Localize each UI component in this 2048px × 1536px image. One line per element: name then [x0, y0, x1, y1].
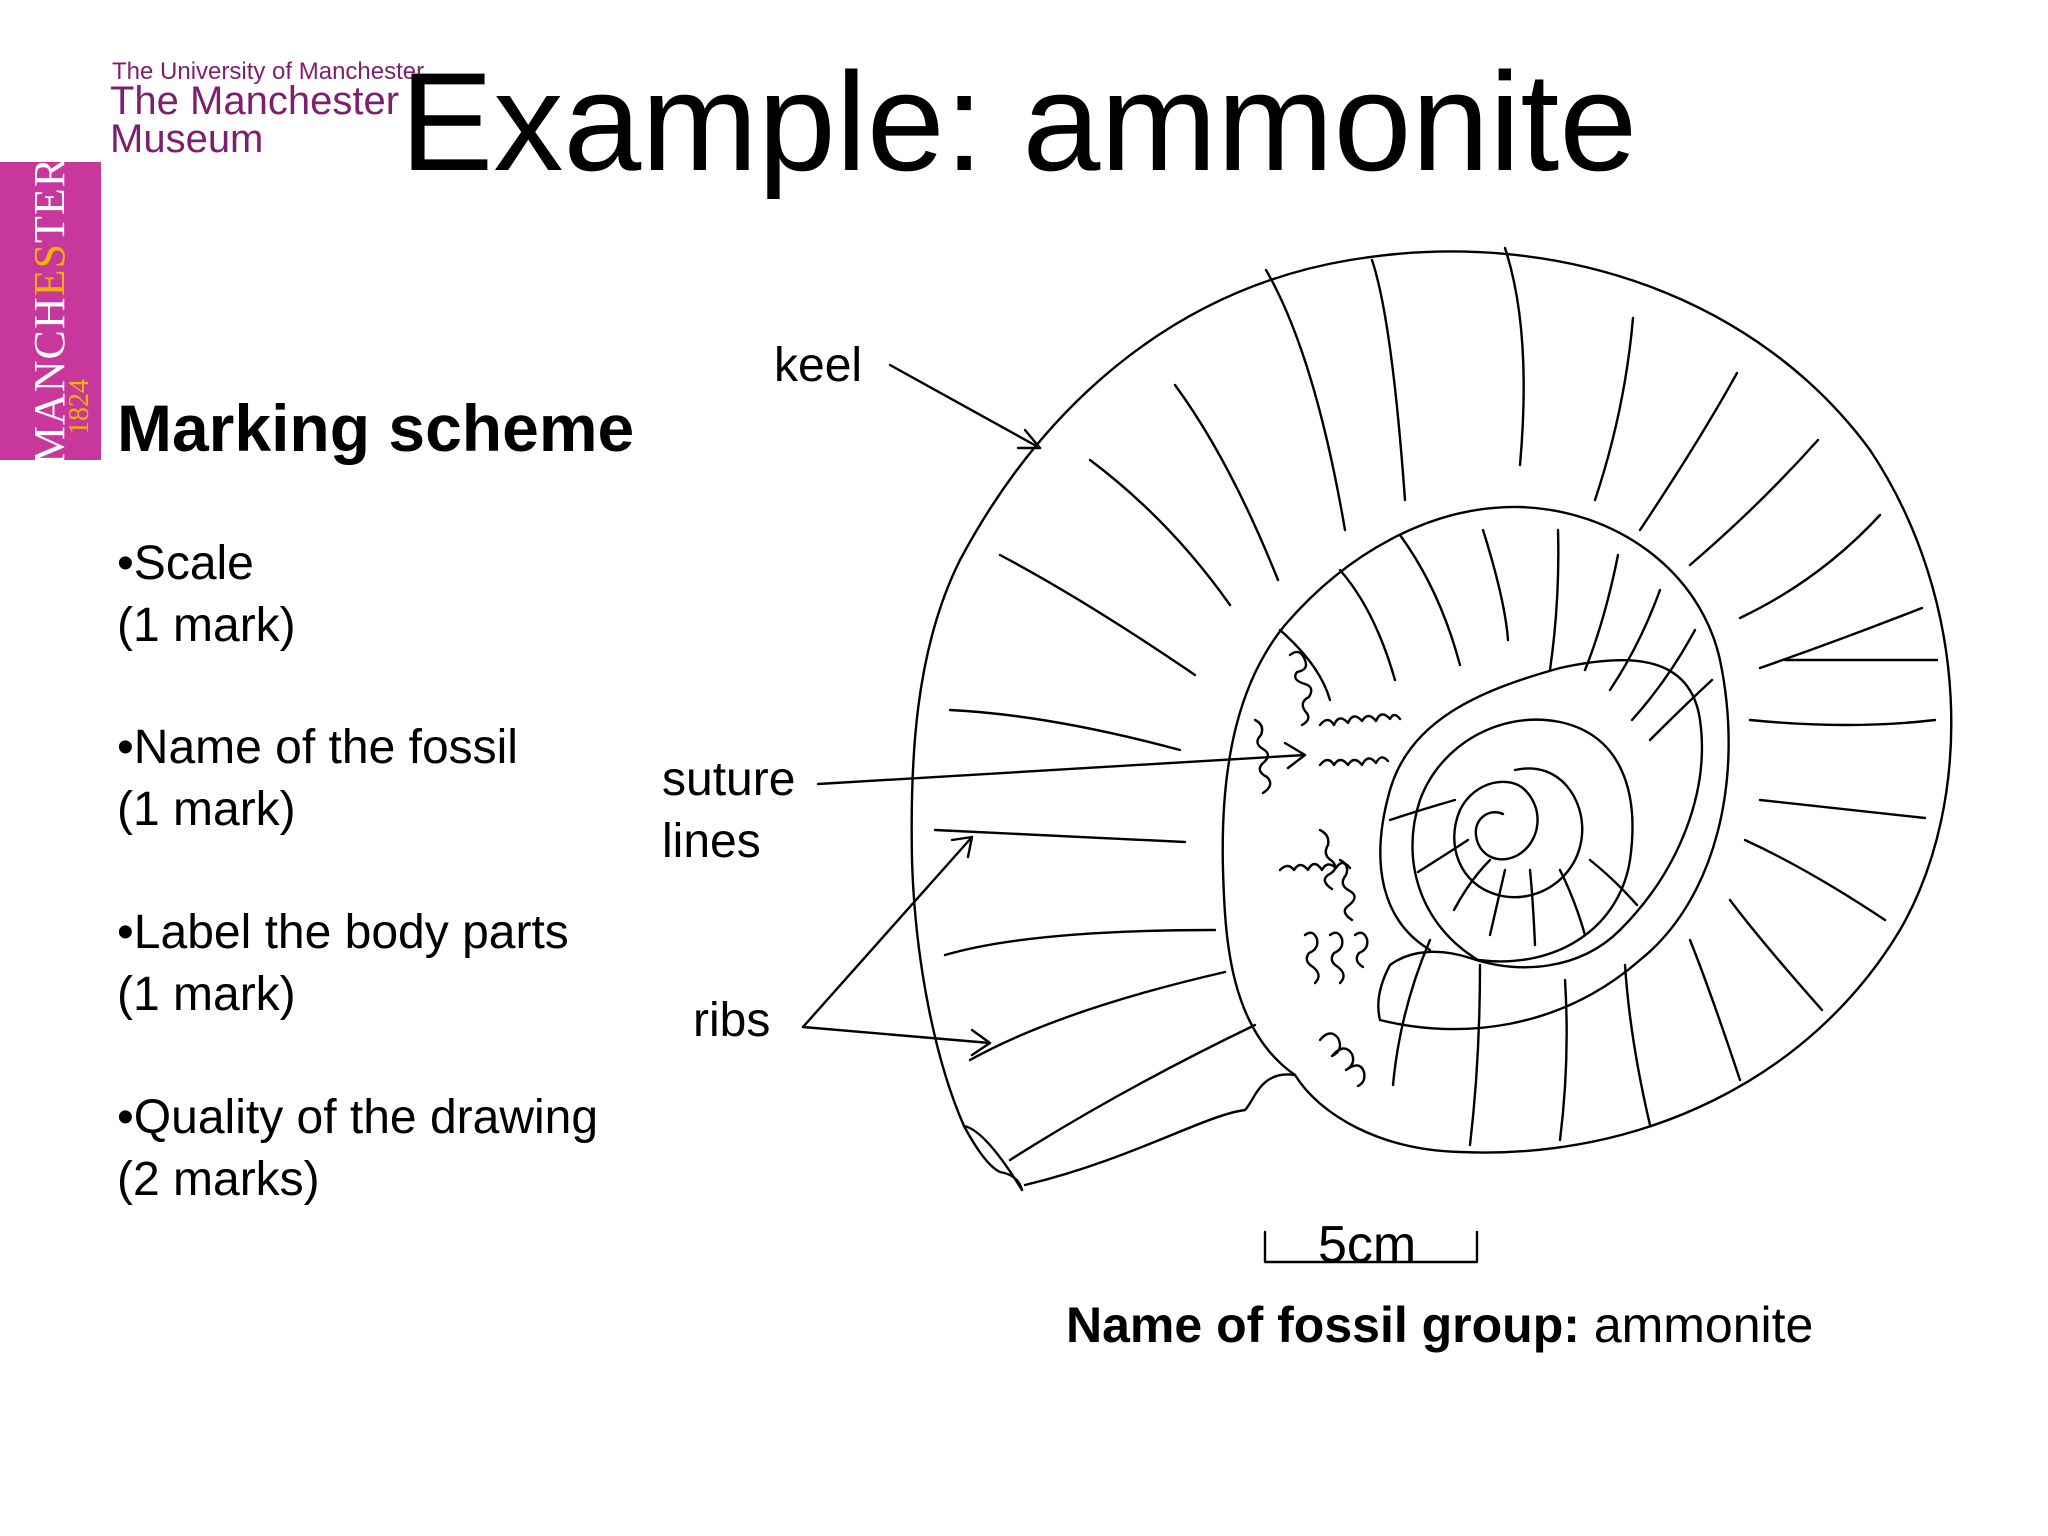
criterion-marks: (1 mark)	[117, 599, 296, 652]
rib	[1503, 246, 1525, 467]
scale-label: 5cm	[1318, 1216, 1417, 1274]
suture-arrowhead	[1283, 741, 1307, 770]
suture-label-line2: lines	[662, 815, 761, 868]
rib	[1728, 898, 1824, 1012]
rib	[943, 928, 1217, 957]
scale-bar	[1263, 1230, 1479, 1264]
suture-pointer	[816, 753, 1307, 786]
suture-line	[1253, 718, 1272, 795]
rib	[1173, 383, 1280, 582]
rib	[1391, 938, 1432, 1087]
page-title: Example: ammonite	[400, 43, 1638, 200]
inner-rib	[1452, 858, 1492, 912]
criterion-marks: (1 mark)	[117, 968, 296, 1021]
ribs-pointer-upper	[801, 835, 974, 1029]
rib	[1638, 371, 1739, 532]
inner-rib	[1388, 798, 1457, 822]
suture-line	[1318, 756, 1390, 767]
caption-label: Name of fossil group:	[1066, 1297, 1580, 1353]
rib	[1008, 1023, 1257, 1162]
inner-rib	[1648, 678, 1714, 742]
keel-pointer	[888, 363, 1042, 450]
criterion-drawing-quality: •Quality of the drawing (2 marks)	[117, 1087, 598, 1211]
rib	[1558, 978, 1568, 1142]
suture-line	[1318, 828, 1337, 891]
ribs-arrowhead-lower	[970, 1028, 992, 1057]
criterion-name: •Label the body parts	[117, 906, 569, 959]
rib	[1623, 963, 1652, 1127]
inner-rib	[1338, 568, 1397, 682]
inner-rib	[1481, 528, 1510, 642]
criterion-marks: (2 marks)	[117, 1153, 320, 1206]
manchester-band: MANCHESTER 1824	[0, 157, 101, 465]
criterion-scale: •Scale (1 mark)	[117, 533, 296, 657]
rib	[1688, 438, 1820, 567]
inner-rib	[1398, 533, 1462, 667]
rib	[1468, 963, 1482, 1147]
rib	[1688, 938, 1742, 1082]
suture-label-line1: suture	[662, 753, 796, 806]
rib	[1743, 838, 1887, 922]
rib	[1738, 513, 1882, 620]
suture-line	[1318, 713, 1402, 727]
inner-rib	[1630, 628, 1697, 722]
outer-shell-outline	[910, 250, 1953, 1192]
criterion-name: •Quality of the drawing	[117, 1091, 599, 1144]
rib	[1264, 268, 1347, 532]
university-name: The University of Manchester	[112, 58, 425, 85]
criterion-fossil-name: •Name of the fossil (1 mark)	[117, 717, 518, 841]
fossil-group-caption: Name of fossil group: ammonite	[1066, 1294, 1813, 1356]
inner-rib	[1588, 858, 1639, 907]
museum-logo: The Manchester Museum	[110, 79, 400, 161]
suture-lines-label: suture lines	[662, 749, 795, 873]
third-whorl	[1377, 658, 1704, 1022]
marking-scheme-heading: Marking scheme	[117, 391, 635, 465]
keel-label: keel	[774, 339, 863, 392]
suture-line	[1303, 931, 1320, 985]
suture-line	[1353, 931, 1369, 969]
suture-line	[1278, 861, 1352, 872]
rib	[1758, 606, 1924, 670]
suture-line	[1328, 931, 1345, 985]
rib	[933, 828, 1187, 844]
inner-rib	[1583, 553, 1620, 672]
caption-value: ammonite	[1579, 1297, 1814, 1353]
suture-line	[1318, 1032, 1366, 1088]
suture-line	[1288, 650, 1313, 727]
inner-rib	[1558, 868, 1587, 937]
rib	[1088, 458, 1232, 607]
rib	[1748, 718, 1937, 727]
suture-line	[1338, 858, 1356, 922]
broken-edge	[962, 1124, 1024, 1192]
criterion-marks: (1 mark)	[117, 783, 296, 836]
keel-arrowhead	[1016, 428, 1042, 450]
central-spiral	[1453, 767, 1584, 899]
inner-whorl	[1221, 505, 1730, 1077]
inner-rib	[1548, 528, 1560, 672]
rib	[1593, 316, 1635, 502]
inner-rib	[1488, 868, 1507, 937]
criterion-name: •Name of the fossil	[117, 721, 518, 774]
criterion-name: •Scale	[117, 537, 254, 590]
museum-name-line1: The Manchester	[110, 79, 400, 123]
inner-rib	[1608, 588, 1662, 692]
umbilicus-whorl	[1411, 718, 1634, 963]
rib	[1758, 798, 1927, 820]
ribs-arrowhead-upper	[950, 835, 974, 859]
inner-rib	[1416, 838, 1470, 874]
inner-rib	[1528, 868, 1537, 947]
criterion-label-parts: •Label the body parts (1 mark)	[117, 902, 569, 1026]
rib	[1370, 258, 1407, 502]
ribs-pointer-lower	[801, 1025, 992, 1045]
museum-name-line2: Museum	[110, 117, 264, 161]
rib	[968, 970, 1227, 1062]
ribs-label: ribs	[693, 994, 771, 1047]
rib	[998, 553, 1197, 677]
inner-rib	[1278, 628, 1332, 702]
rib	[948, 708, 1182, 752]
